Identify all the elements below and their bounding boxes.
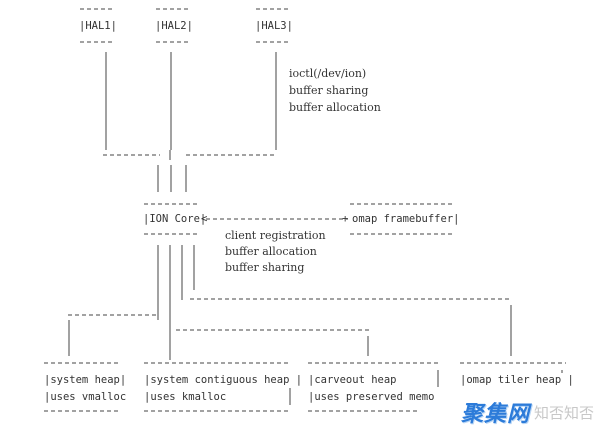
ion-note: buffer sharing: [225, 261, 305, 275]
carveout-heap-node: |carveout heap: [308, 373, 397, 387]
hal3-note: buffer sharing: [289, 84, 369, 98]
omap-tiler-heap-node: |omap tiler heap |: [460, 373, 574, 387]
hal3-note: buffer allocation: [289, 101, 381, 115]
arrow-right-icon: +: [342, 213, 349, 225]
arrow-left-icon: <: [201, 213, 208, 225]
hal2-node: |HAL2|: [155, 19, 193, 33]
carveout-heap-detail: |uses preserved memo: [308, 390, 435, 404]
system-heap-detail: |uses vmalloc: [44, 390, 127, 404]
hal3-note: ioctl(/dev/ion): [289, 67, 367, 81]
system-contiguous-heap-detail: |uses kmalloc: [144, 390, 227, 404]
watermark: 聚集网 知否知否: [460, 398, 594, 427]
ion-core-node: |ION Core|: [143, 212, 207, 226]
watermark-logo: 聚集网: [460, 402, 530, 427]
system-contiguous-heap-node: |system contiguous heap |: [144, 373, 303, 387]
ion-note: client registration: [225, 229, 326, 243]
system-heap-node: |system heap|: [44, 373, 127, 387]
hal1-node: |HAL1|: [79, 19, 117, 33]
ion-note: buffer allocation: [225, 245, 317, 259]
watermark-text: 知否知否: [533, 403, 594, 422]
hal3-node: |HAL3|: [255, 19, 293, 33]
omap-framebuffer-node: omap framebuffer|: [352, 212, 460, 226]
